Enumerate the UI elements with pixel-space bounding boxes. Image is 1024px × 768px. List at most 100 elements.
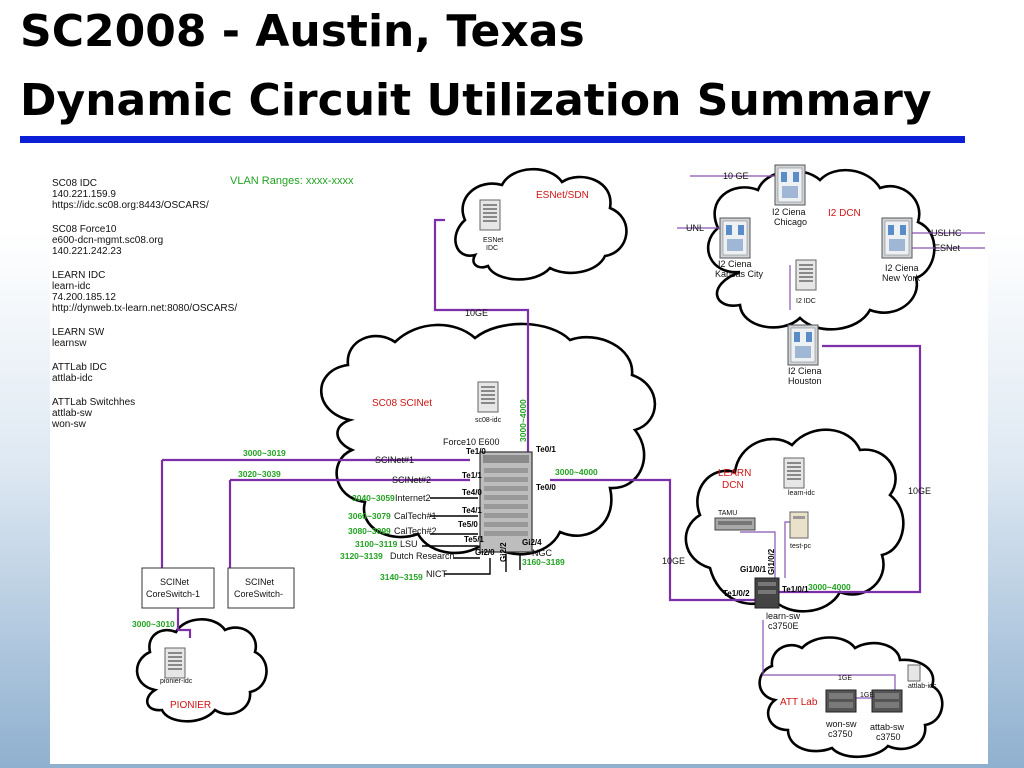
port-te1-1: Te1/1 [462, 471, 482, 480]
learn-sw-label-1: learn-sw [766, 611, 801, 621]
info-line: 140.221.159.9 [52, 189, 116, 200]
core1-label-1: SCINet [160, 577, 190, 587]
learn-sw-switch: learn-sw c3750E [754, 577, 801, 631]
info-line: learn-idc [52, 281, 90, 292]
conn-internet2: Internet2 [395, 493, 431, 503]
port-gi2-0: Gi2/0 [475, 548, 495, 557]
pionier-cloud-label: PIONIER [170, 700, 211, 711]
vlan-dutch: 3120~3139 [340, 551, 383, 561]
scinet-coreswitch-1: SCINet CoreSwitch-1 [141, 567, 215, 609]
port-te4-0: Te4/0 [462, 488, 482, 497]
chicago-label-2: Chicago [774, 217, 807, 227]
core2-label-2: CoreSwitch- [234, 589, 283, 599]
i2-ciena-chicago: I2 Ciena Chicago [772, 164, 807, 227]
port-te5-1: Te5/1 [464, 535, 484, 544]
ny-label-2: New York [882, 273, 921, 283]
port-gi1-0-1: Gi1/0/1 [740, 565, 767, 574]
vlan-ranges-header: VLAN Ranges: xxxx-xxxx [230, 175, 354, 187]
won-sw-label-2: c3750 [828, 729, 853, 739]
title-underline [20, 136, 965, 143]
kc-label-2: Kansas City [715, 269, 764, 279]
esnet-cloud [454, 167, 628, 281]
tamu-label: TAMU [718, 510, 737, 517]
force10-label: Force10 E600 [443, 437, 500, 447]
i2dcn-cloud-label: I2 DCN [828, 208, 861, 219]
esnet-idc-label-2: IDC [486, 245, 498, 252]
info-line: won-sw [51, 419, 87, 430]
port-te4-1: Te4/1 [462, 506, 482, 515]
vlan-learn-sw: 3000~4000 [808, 582, 851, 592]
port-te1-0-2: Te1/0/2 [723, 589, 750, 598]
att-1ge-label-b: 1GE [860, 692, 874, 699]
ext-uslhc-label: USLHC [931, 228, 962, 238]
info-line: e600-dcn-mgmt.sc08.org [52, 235, 163, 246]
pionier-idc-label: pionier-idc [160, 678, 193, 685]
sc08-cloud-label: SC08 SCINet [372, 398, 432, 409]
attab-sw-switch: attab-sw c3750 [870, 689, 905, 742]
info-line: 140.221.242.23 [52, 246, 122, 257]
info-line: SC08 IDC [52, 178, 97, 189]
attlab-cloud-label: ATT Lab [780, 697, 818, 708]
esnet-idc-label-1: ESNet [483, 237, 503, 244]
conn-dutch: Dutch Research [390, 551, 455, 561]
i2dcn-cloud [706, 168, 936, 331]
i2-ciena-new-york: I2 Ciena New York [881, 217, 921, 283]
info-line: 74.200.185.12 [52, 292, 116, 303]
info-line: https://idc.sc08.org:8443/OSCARS/ [52, 200, 209, 211]
ext-esnet-label: ESNet [934, 243, 961, 253]
vlan-nict: 3140~3159 [380, 572, 423, 582]
core1-label-2: CoreSwitch-1 [146, 589, 200, 599]
attlab-idc-label: attlab-idc [908, 683, 937, 690]
network-diagram-svg: ESNet/SDN I2 DCN SC08 SCINet LEARN DCN P… [51, 164, 985, 759]
conn-nict: NICT [426, 569, 447, 579]
port-te0-0: Te0/0 [536, 483, 556, 492]
learn-idc-label: learn-idc [788, 490, 815, 497]
houston-label-2: Houston [788, 376, 822, 386]
vlan-scinet2: 3020~3039 [238, 469, 281, 479]
scinet-coreswitch-2: SCINet CoreSwitch- [227, 567, 295, 609]
vlan-lsu: 3100~3119 [355, 539, 398, 549]
slide-title-line-2: Dynamic Circuit Utilization Summary [20, 75, 932, 126]
learn-cloud-label-2: DCN [722, 480, 744, 491]
vlan-esnet: 3000~4000 [518, 399, 528, 442]
port-te1-0-1: Te1/0/1 [782, 585, 809, 594]
conn-caltech1: CalTech#1 [394, 511, 437, 521]
port-gi2-2: Gi2/2 [499, 542, 508, 562]
port-gi2-4: Gi2/4 [522, 538, 542, 547]
sc08-cloud [320, 322, 657, 556]
learn-idc-server: learn-idc [783, 457, 815, 497]
info-line: ATTLab IDC [52, 362, 107, 373]
i2-idc-server: I2 IDC [795, 259, 817, 305]
attab-sw-label-2: c3750 [876, 732, 901, 742]
vlan-scinet1: 3000~3019 [243, 448, 286, 458]
test-pc: test-pc [789, 511, 812, 550]
info-line: ATTLab Switchhes [52, 397, 135, 408]
conn-lsu: LSU [400, 539, 418, 549]
chicago-label-1: I2 Ciena [772, 207, 806, 217]
info-line: LEARN SW [52, 327, 105, 338]
info-line: learnsw [52, 338, 87, 349]
info-line: attlab-idc [52, 373, 93, 384]
info-line: SC08 Force10 [52, 224, 117, 235]
esnet-10ge-label: 10GE [465, 308, 488, 318]
conn-caltech2: CalTech#2 [394, 526, 437, 536]
houston-10ge-label: 10GE [908, 486, 931, 496]
houston-label-1: I2 Ciena [788, 366, 822, 376]
won-sw-switch: won-sw c3750 [825, 689, 857, 739]
conn-ngc: NGC [532, 548, 553, 558]
learn-10ge-label: 10GE [662, 556, 685, 566]
info-line: attlab-sw [52, 408, 93, 419]
vlan-pionier: 3000~3010 [132, 619, 175, 629]
port-gi1-0-2: Gi1/0/2 [767, 548, 776, 575]
port-te0-1: Te0/1 [536, 445, 556, 454]
vlan-internet2: 3040~3059 [352, 493, 395, 503]
tamu-switch: TAMU [714, 510, 756, 531]
ext-10ge-label: 10 GE [723, 171, 749, 181]
links [160, 175, 985, 699]
vlan-caltech2: 3080~3099 [348, 526, 391, 536]
att-1ge-label-a: 1GE [838, 675, 852, 682]
slide-title-line-1: SC2008 - Austin, Texas [20, 6, 585, 57]
conn-scinet1: SCINet#1 [375, 455, 414, 465]
won-sw-label-1: won-sw [825, 719, 857, 729]
i2-ciena-kansas-city: I2 Ciena Kansas City [715, 217, 764, 279]
